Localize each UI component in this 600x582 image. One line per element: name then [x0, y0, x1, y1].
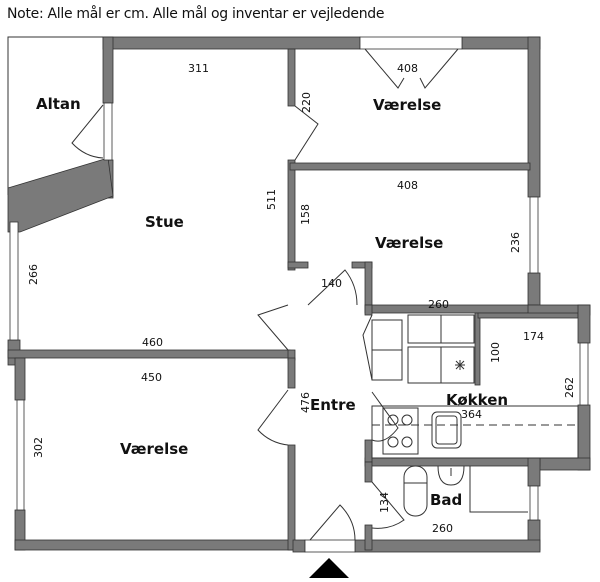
washbasin-icon	[437, 465, 465, 486]
room-label-stue: Stue	[145, 213, 184, 231]
room-label-vaerelse-middle: Værelse	[375, 234, 443, 252]
window-stue	[9, 221, 19, 341]
fan-icon	[455, 360, 465, 370]
windows	[9, 36, 589, 553]
dim-kitchen-width: 364	[461, 408, 482, 421]
dim-vaerelse-middle-left: 158	[299, 204, 312, 225]
room-label-bad: Bad	[430, 491, 462, 509]
room-label-vaerelse-bottom: Værelse	[120, 440, 188, 458]
window-bath	[529, 485, 539, 521]
dim-entre-height: 476	[299, 392, 312, 413]
dim-kitchen-height: 262	[563, 377, 576, 398]
dim-vaerelse-middle-right: 236	[509, 232, 522, 253]
note-text: Note: Alle mål er cm. Alle mål og invent…	[7, 6, 385, 22]
dim-vaerelse-bottom-height: 302	[32, 437, 45, 458]
dim-stue-left: 266	[27, 264, 40, 285]
dim-stue-height: 511	[265, 189, 278, 210]
dim-bath-height: 134	[378, 492, 391, 513]
stove-icon	[382, 407, 419, 455]
dim-vaerelse-middle-width: 408	[397, 179, 418, 192]
dim-kitchen-width-top: 174	[523, 330, 544, 343]
kitchen-cabinets	[371, 314, 579, 459]
balcony-outline	[7, 36, 103, 195]
sink-icon	[431, 411, 462, 449]
window-top	[359, 36, 463, 50]
dim-kitchen-cab-width: 260	[428, 298, 449, 311]
dim-stue-bottom: 460	[142, 336, 163, 349]
entrance-door-opening	[304, 539, 356, 553]
bathroom-fixtures	[403, 465, 528, 517]
room-label-vaerelse-top: Værelse	[373, 96, 441, 114]
room-label-kokken: Køkken	[446, 391, 508, 409]
window-vaerelse	[529, 196, 539, 274]
toilet-icon	[403, 465, 428, 517]
door-swings	[71, 48, 459, 541]
walls	[7, 36, 591, 553]
dim-stue-width: 311	[188, 62, 209, 75]
dim-vaerelse-bottom-width: 450	[141, 371, 162, 384]
room-label-entre: Entre	[310, 396, 356, 414]
dim-vaerelse-top-width: 408	[397, 62, 418, 75]
room-label-altan: Altan	[36, 95, 81, 113]
window-kitchen	[579, 342, 589, 406]
dim-entre-top: 140	[321, 277, 342, 290]
entrance-arrow-icon	[309, 558, 349, 578]
dim-kitchen-cab-height: 100	[489, 342, 502, 363]
balcony-door-frame	[103, 102, 113, 161]
window-vaerelse-bottom	[16, 399, 25, 511]
dim-bath-width: 260	[432, 522, 453, 535]
dim-vaerelse-top-height: 220	[300, 92, 313, 113]
